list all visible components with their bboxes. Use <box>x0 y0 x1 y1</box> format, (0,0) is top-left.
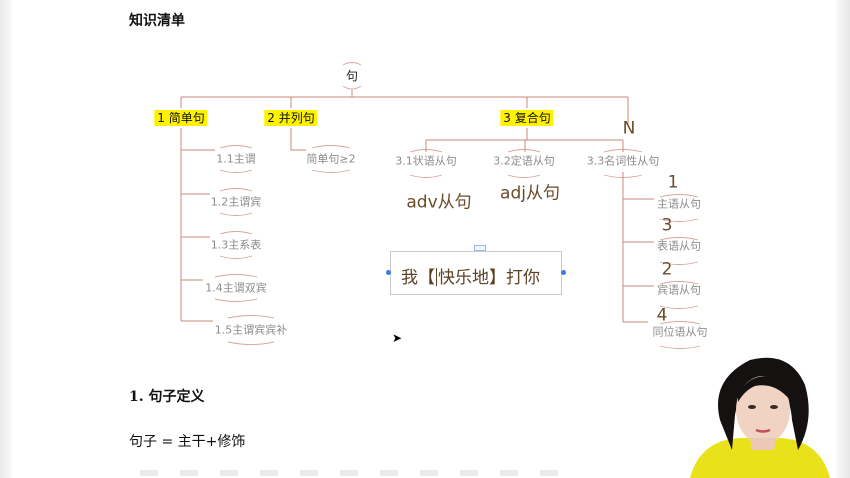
node-complex-sentence[interactable]: 3 复合句 <box>500 110 554 126</box>
node-predicative-clause[interactable]: 表语从句 <box>657 239 701 253</box>
selected-textbox[interactable]: 我【快乐地】打你 <box>390 251 562 295</box>
textbox-text[interactable]: 我【快乐地】打你 <box>401 268 540 288</box>
node-subject-verb[interactable]: 1.1主谓 <box>216 152 256 166</box>
node-object-clause[interactable]: 宾语从句 <box>657 283 701 297</box>
section-heading: 1. 句子定义 <box>129 389 205 405</box>
annotation-num-3: 3 <box>661 215 673 236</box>
node-attributive-clause[interactable]: 3.2定语从句 <box>493 154 555 168</box>
textbox-handle-right[interactable] <box>561 270 566 275</box>
node-simple-x2[interactable]: 简单句≥2 <box>306 152 356 166</box>
annotation-adv: adv从句 <box>406 192 472 213</box>
presenter-webcam-avatar <box>680 340 840 478</box>
annotation-n: N <box>622 118 636 139</box>
window-edge-right <box>836 0 850 478</box>
node-double-object[interactable]: 1.4主谓双宾 <box>205 281 267 295</box>
compound-spine <box>290 128 306 151</box>
node-compound-sentence[interactable]: 2 并列句 <box>264 110 318 126</box>
definition-text: 句子 = 主干+修饰 <box>129 434 246 450</box>
node-noun-clause[interactable]: 3.3名词性从句 <box>586 154 660 168</box>
textbox-resize-handle-top[interactable] <box>474 245 486 251</box>
annotation-num-1: 1 <box>667 172 679 193</box>
text-caret <box>436 268 437 286</box>
node-subject-clause[interactable]: 主语从句 <box>657 197 701 211</box>
page-title: 知识清单 <box>129 13 185 29</box>
node-object-complement[interactable]: 1.5主谓宾宾补 <box>214 323 288 337</box>
tree-root[interactable]: 句 <box>345 69 359 83</box>
window-edge-left <box>0 0 12 478</box>
mouse-pointer-icon: ➤ <box>392 331 403 345</box>
node-simple-sentence[interactable]: 1 简单句 <box>154 110 208 126</box>
node-adverbial-clause[interactable]: 3.1状语从句 <box>395 154 457 168</box>
annotation-adj: adj从句 <box>500 183 560 204</box>
node-svo[interactable]: 1.2主谓宾 <box>210 195 262 209</box>
annotation-num-4: 4 <box>656 305 668 326</box>
node-appositive-clause[interactable]: 同位语从句 <box>652 325 708 339</box>
annotation-num-2: 2 <box>661 259 673 280</box>
node-linking[interactable]: 1.3主系表 <box>210 238 262 252</box>
textbox-handle-left[interactable] <box>386 270 391 275</box>
faint-text-line <box>140 470 580 476</box>
